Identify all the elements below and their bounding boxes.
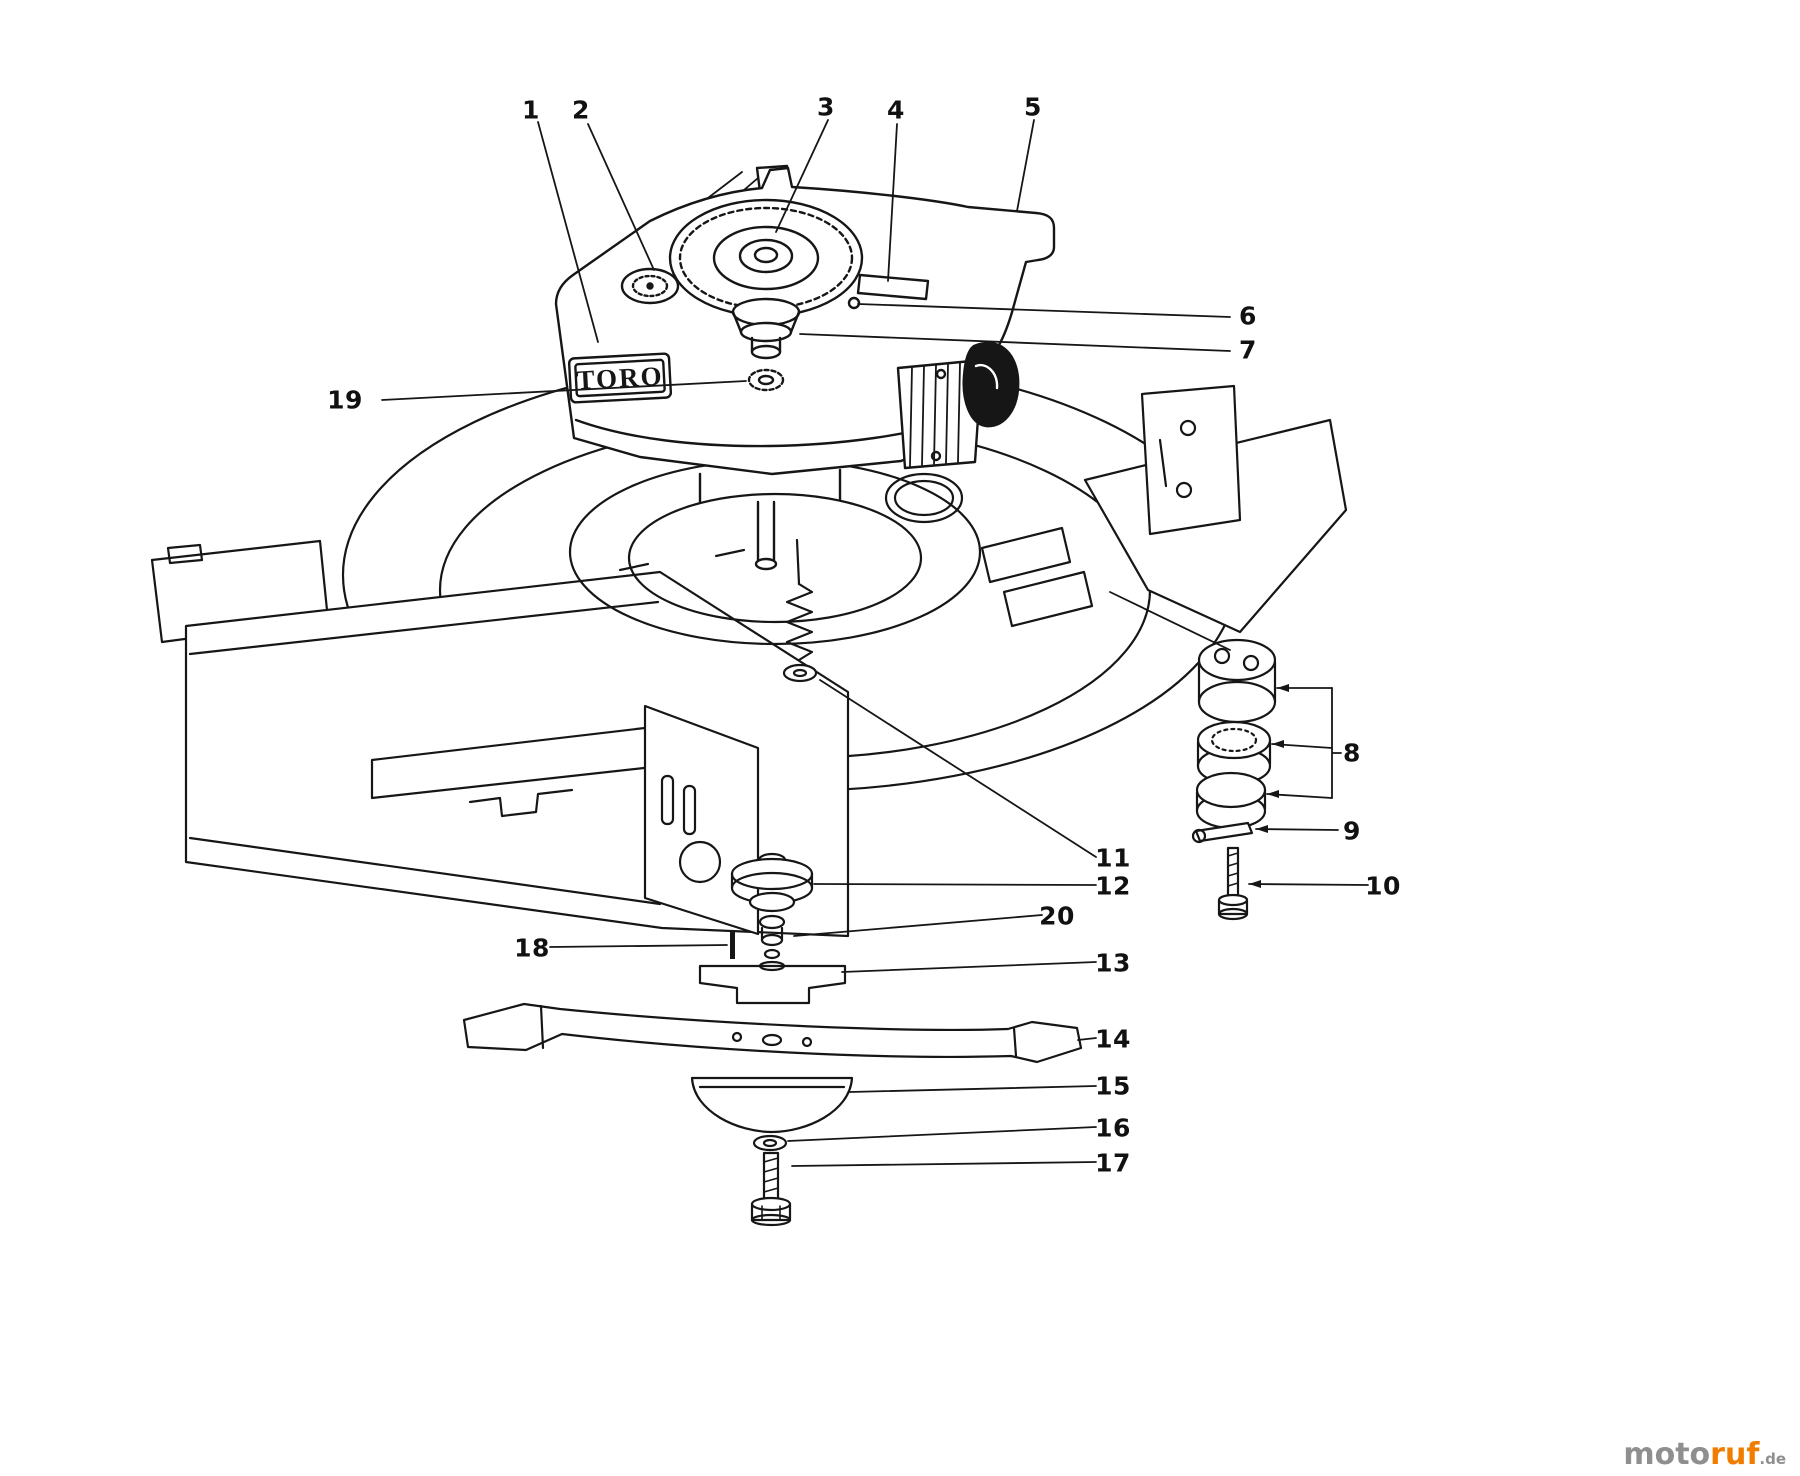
leader-arrowheads (1249, 684, 1289, 888)
callout-17: 17 (1095, 1148, 1131, 1178)
spring-and-washer (782, 538, 818, 683)
watermark-moto: moto (1623, 1437, 1711, 1472)
callout-3: 3 (817, 92, 835, 122)
callout-18: 18 (514, 933, 550, 963)
callout-7: 7 (1239, 335, 1257, 365)
callout-19: 19 (327, 385, 363, 415)
leader-lines (381, 119, 1369, 1167)
callout-12: 12 (1095, 871, 1131, 901)
callout-16: 16 (1095, 1113, 1131, 1143)
callout-1: 1 (522, 95, 540, 125)
callout-4: 4 (887, 95, 905, 125)
watermark-de: .de (1759, 1450, 1786, 1468)
callout-5: 5 (1024, 92, 1042, 122)
callout-11: 11 (1095, 843, 1131, 873)
callout-2: 2 (572, 95, 590, 125)
callout-10: 10 (1365, 871, 1401, 901)
clutch-stack (1191, 638, 1277, 921)
watermark-ruf: ruf (1710, 1437, 1760, 1472)
callout-8: 8 (1343, 738, 1361, 768)
callout-6: 6 (1239, 301, 1257, 331)
watermark-motoruf: motoruf.de (1623, 1440, 1786, 1470)
mower-deck (150, 357, 1348, 938)
callout-13: 13 (1095, 948, 1131, 978)
callout-14: 14 (1095, 1024, 1131, 1054)
engine (554, 164, 1056, 571)
callout-9: 9 (1343, 816, 1361, 846)
callout-20: 20 (1039, 901, 1075, 931)
callout-15: 15 (1095, 1071, 1131, 1101)
